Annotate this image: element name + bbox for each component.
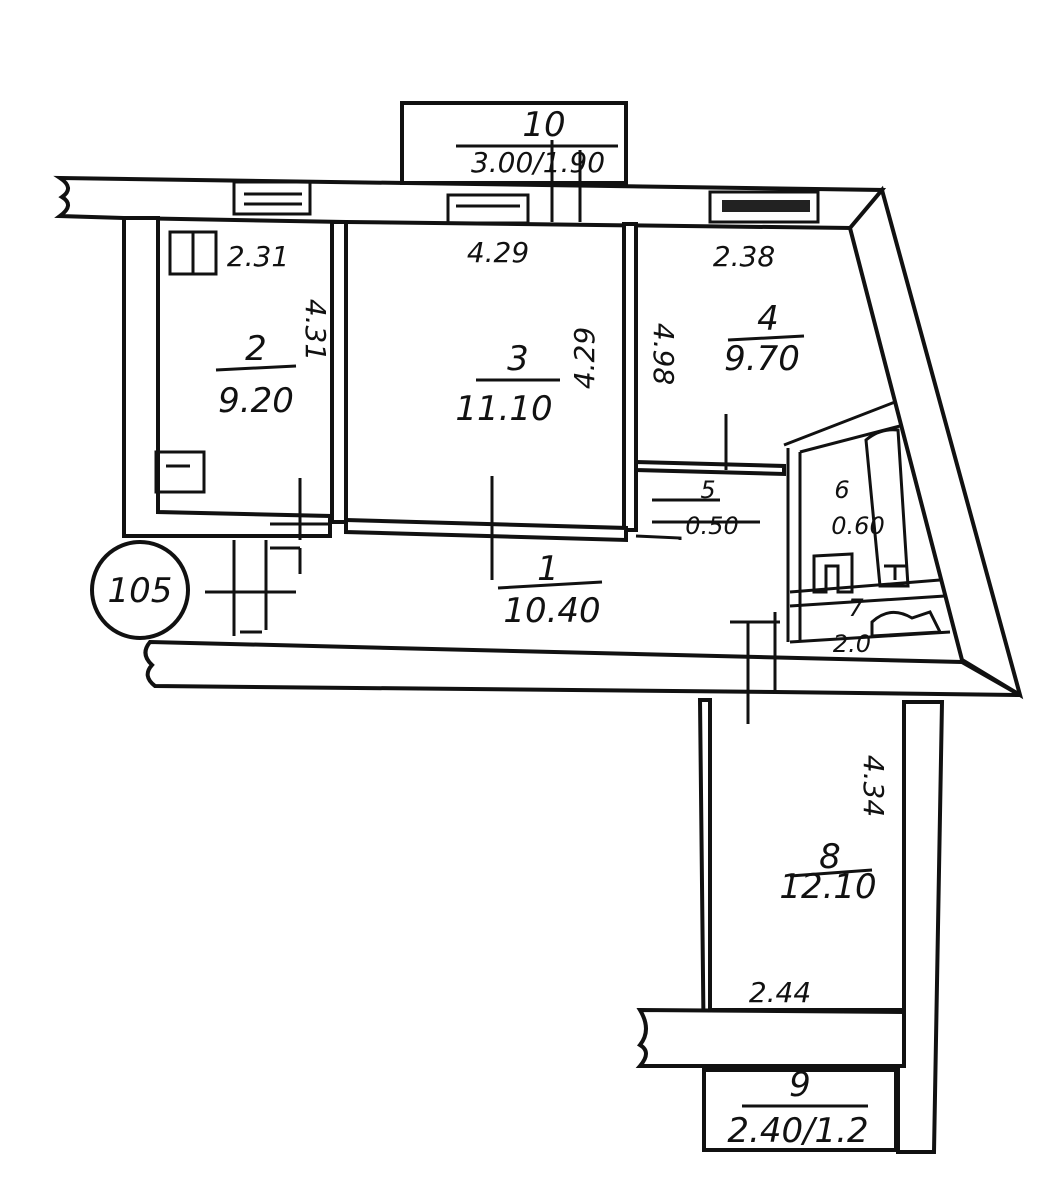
window-room4 bbox=[708, 190, 820, 224]
partition-room3-hall bbox=[344, 517, 628, 543]
room-4-number: 4 bbox=[757, 299, 779, 339]
room-1-area: 10.40 bbox=[503, 591, 600, 631]
balcony-9 bbox=[702, 1068, 898, 1152]
room-9-number: 9 bbox=[789, 1065, 811, 1105]
room-1-divider bbox=[497, 580, 603, 590]
washbasin-icon bbox=[884, 564, 906, 580]
room-7-number: 7 bbox=[848, 594, 864, 622]
room-3-number: 3 bbox=[507, 339, 529, 379]
room-3-depth: 4.29 bbox=[568, 327, 601, 389]
partition-hall-room5 bbox=[635, 534, 682, 540]
room-4-area: 9.70 bbox=[724, 339, 800, 379]
sink-icon bbox=[154, 450, 206, 494]
room-2-area: 9.20 bbox=[218, 381, 294, 421]
room-10-number: 10 bbox=[522, 105, 565, 145]
room-7-area: 2.0 bbox=[833, 630, 871, 658]
wall-bottom bbox=[143, 639, 1021, 697]
window-room3 bbox=[446, 193, 530, 225]
room-1-number: 1 bbox=[537, 549, 559, 589]
apartment-number: 105 bbox=[108, 571, 173, 611]
partition-room4-bath bbox=[634, 459, 786, 477]
room-3-area: 11.10 bbox=[455, 389, 552, 429]
balcony-10 bbox=[400, 101, 628, 185]
toilet-bowl-icon bbox=[870, 610, 943, 638]
window-room2 bbox=[232, 180, 312, 216]
door-room2 bbox=[270, 478, 332, 540]
partition-room3-room4 bbox=[622, 222, 638, 532]
wall-room8-bottom-left bbox=[635, 1007, 906, 1068]
room-5-area: 0.50 bbox=[685, 512, 738, 540]
room-2-divider bbox=[215, 364, 297, 372]
room-5-number: 5 bbox=[700, 476, 715, 504]
partition-room2-room3 bbox=[330, 220, 348, 524]
room-8-number: 8 bbox=[819, 837, 841, 877]
room-2-depth: 4.31 bbox=[299, 299, 332, 361]
room-4-divider bbox=[727, 334, 805, 342]
entrance-door bbox=[205, 540, 302, 636]
room-8-area: 12.10 bbox=[779, 867, 876, 907]
apartment-number-circle bbox=[90, 540, 190, 640]
room-2-number: 2 bbox=[245, 329, 267, 369]
room-9-area: 2.40/1.2 bbox=[727, 1111, 868, 1151]
room-4-depth: 4.98 bbox=[647, 323, 680, 385]
room-6-area: 0.60 bbox=[831, 512, 884, 540]
door-room8 bbox=[730, 612, 780, 724]
room-3-width: 4.29 bbox=[467, 236, 529, 269]
room-6-number: 6 bbox=[834, 476, 849, 504]
room-8-width: 2.44 bbox=[749, 976, 811, 1009]
partition-bath-room6 bbox=[783, 400, 901, 642]
room-4-width: 2.38 bbox=[713, 240, 775, 273]
room-8-depth: 4.34 bbox=[857, 755, 890, 817]
bathtub-icon bbox=[864, 428, 910, 588]
room-2-width: 2.31 bbox=[227, 240, 289, 273]
door-room5 bbox=[652, 498, 760, 524]
room-10-area: 3.00/1.90 bbox=[471, 146, 605, 179]
toilet-icon bbox=[812, 552, 854, 594]
room-8-divider bbox=[789, 868, 873, 878]
